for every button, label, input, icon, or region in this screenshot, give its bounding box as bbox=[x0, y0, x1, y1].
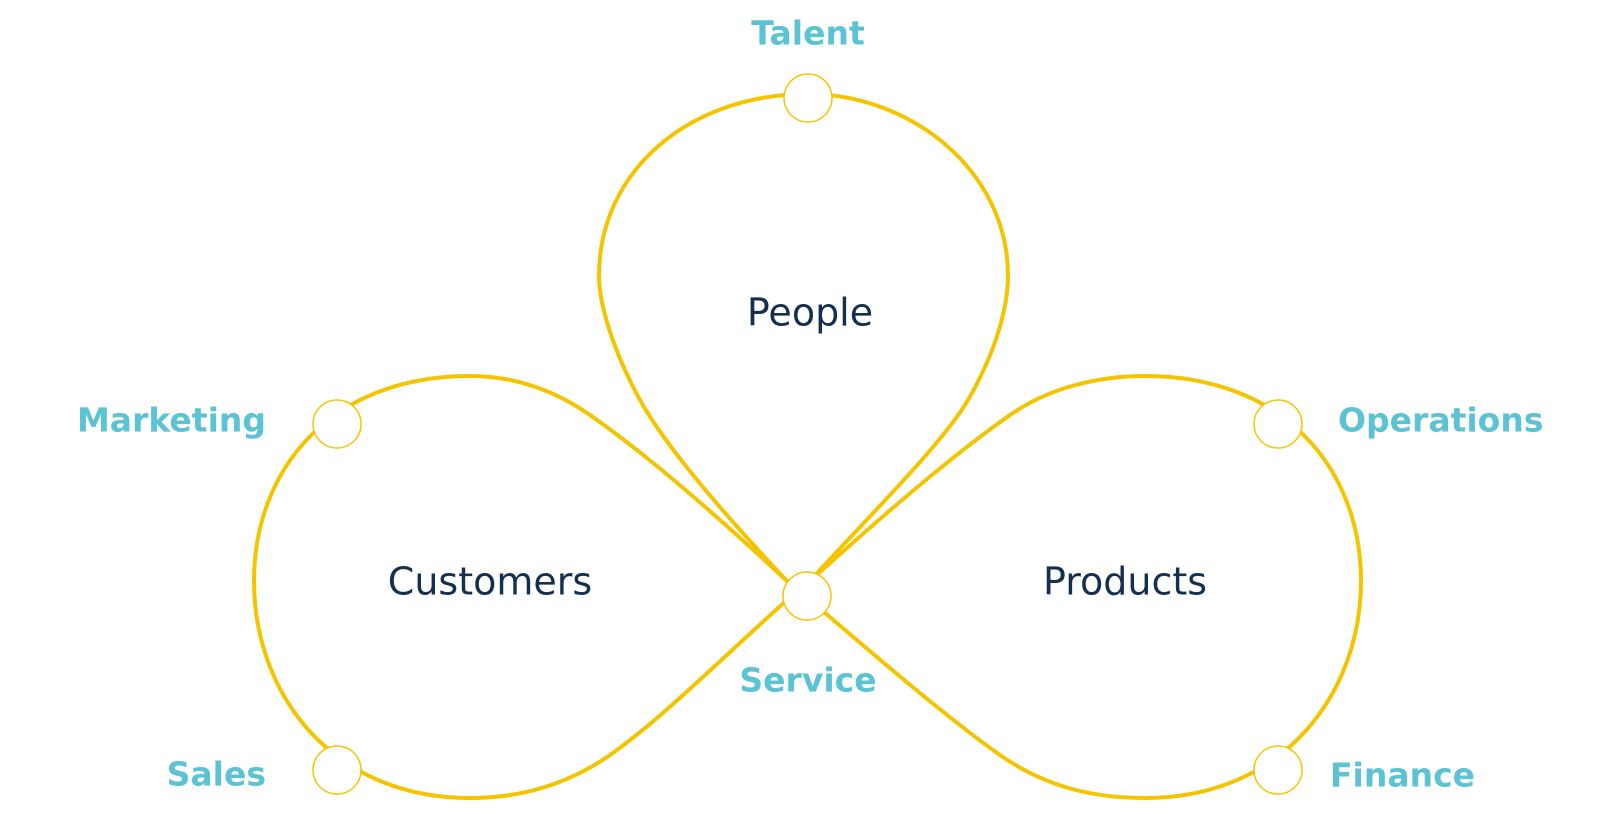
marketing-node bbox=[312, 399, 362, 449]
operations-node bbox=[1253, 399, 1303, 449]
node-label-sales: Sales bbox=[167, 755, 266, 794]
node-label-marketing: Marketing bbox=[77, 401, 266, 440]
sales-node bbox=[312, 745, 362, 795]
petal-label-customers: Customers bbox=[388, 560, 592, 604]
products-petal bbox=[808, 374, 1363, 800]
customers-petal bbox=[252, 374, 789, 800]
people-petal bbox=[597, 92, 1010, 583]
petal-label-people: People bbox=[747, 291, 873, 335]
talent-node bbox=[783, 73, 833, 123]
finance-node bbox=[1253, 745, 1303, 795]
node-label-finance: Finance bbox=[1330, 756, 1475, 795]
node-label-operations: Operations bbox=[1338, 401, 1544, 440]
node-label-talent: Talent bbox=[751, 14, 865, 53]
petal-label-products: Products bbox=[1043, 560, 1207, 604]
node-label-service: Service bbox=[739, 661, 876, 700]
service-node bbox=[782, 571, 832, 621]
